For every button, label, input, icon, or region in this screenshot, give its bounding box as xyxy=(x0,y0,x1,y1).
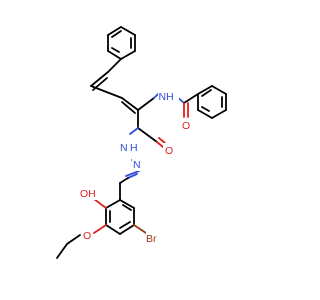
ring-substituents xyxy=(56,198,147,259)
phenol-oh-label: OH xyxy=(80,188,96,200)
diene-chain xyxy=(90,58,155,114)
bromine-label: Br xyxy=(146,233,157,245)
molecule-structure-diagram: NH O N H O N OH O Br xyxy=(56,26,227,259)
ether-o-label: O xyxy=(83,230,91,242)
hydrazide-h-label: H xyxy=(130,142,138,154)
amide-nh-label: NH xyxy=(159,91,174,103)
amide-o-label: O xyxy=(182,120,190,132)
hydrazide-o-label: O xyxy=(165,145,173,157)
phenyl-ring-right xyxy=(197,85,227,119)
imine-n-label: N xyxy=(133,159,141,171)
hydrazide-n-label: N xyxy=(120,142,128,154)
phenyl-ring-top xyxy=(107,26,136,60)
atom-labels: NH O N H O N OH O Br xyxy=(80,89,191,245)
bromo-ethoxy-phenol-ring xyxy=(105,182,135,235)
